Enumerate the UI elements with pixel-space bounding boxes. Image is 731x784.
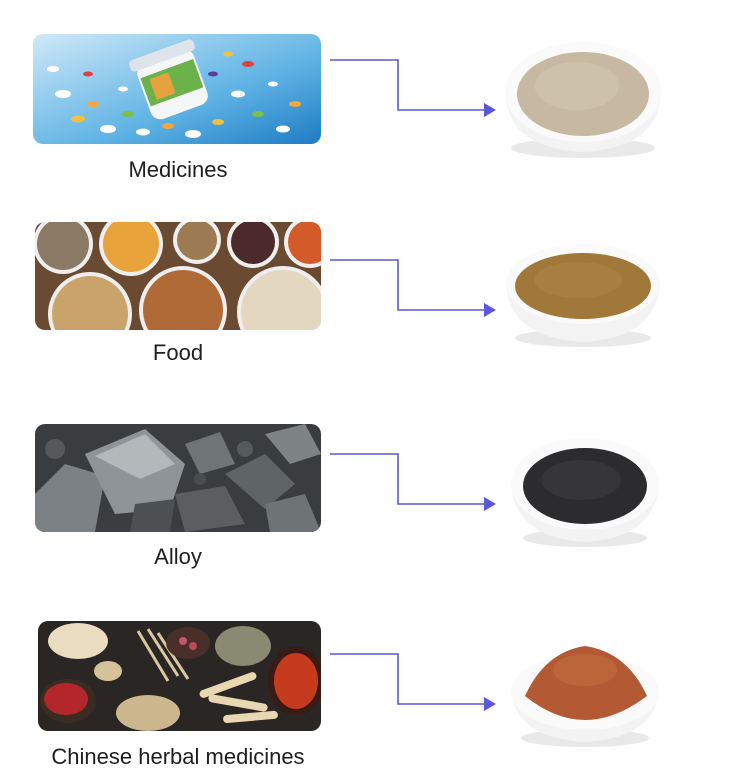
- chinese-herbal-medicines-label: Chinese herbal medicines: [51, 744, 305, 769]
- beige-powder-bowl: [497, 30, 669, 160]
- food-image: [35, 222, 321, 330]
- brown-powder-bowl: [500, 230, 666, 350]
- medicines-label: Medicines: [128, 157, 228, 182]
- medicines-image: [33, 34, 321, 144]
- chinese-herbal-medicines-image: [38, 621, 321, 731]
- alloy-label: Alloy: [154, 544, 202, 569]
- black-powder-bowl: [505, 426, 665, 550]
- alloy-arrow: [330, 453, 496, 511]
- food-label: Food: [152, 340, 204, 365]
- food-arrow: [330, 259, 496, 317]
- alloy-image: [35, 424, 321, 532]
- medicines-arrow: [330, 59, 496, 117]
- chinese-herbal-medicines-arrow: [330, 653, 496, 711]
- reddish-brown-powder-bowl: [505, 632, 665, 750]
